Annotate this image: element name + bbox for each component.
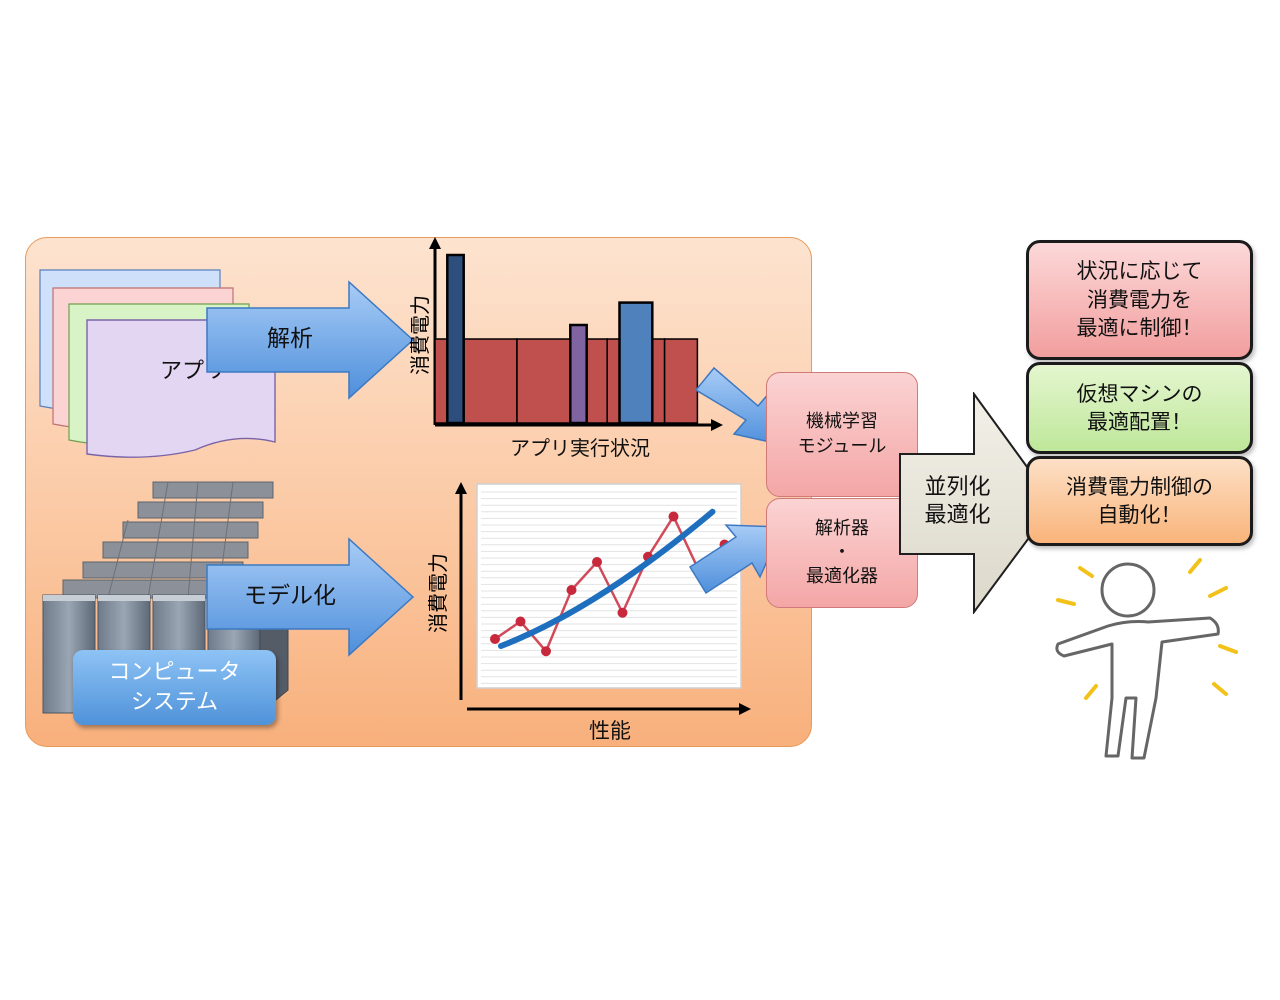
trend-curve	[498, 508, 716, 649]
result3-line1: 消費電力制御の	[1066, 474, 1213, 499]
result1-line1: 状況に応じて	[1076, 259, 1203, 284]
measured-point	[566, 585, 577, 595]
bar-peak	[569, 323, 588, 425]
parallel-optimize-label: 並列化 最適化	[905, 474, 1010, 529]
ml-module-line1: 機械学習	[806, 411, 878, 433]
happy-person-icon	[1055, 558, 1238, 760]
computer-system-line2: システム	[130, 689, 219, 715]
parallel-optimize-arrow	[899, 392, 1056, 614]
bar-chart-x-arrowhead	[711, 419, 723, 431]
line-chart-ylabel: 消費電力	[426, 553, 450, 633]
parallel-label-line2: 最適化	[924, 502, 991, 528]
power-bar-chart: 消費電力	[408, 237, 723, 431]
bar-baseline-segment	[516, 338, 608, 424]
analysis-label: 解析	[267, 326, 313, 352]
power-performance-line-chart: 消費電力	[426, 482, 751, 715]
result2-line1: 仮想マシンの	[1076, 381, 1203, 406]
computer-system-line1: コンピュータ	[108, 659, 241, 685]
bar-chart-y-arrowhead	[429, 237, 441, 249]
result-automation-box: 消費電力制御の 自動化！	[1026, 456, 1253, 546]
analysis-arrow	[206, 280, 415, 400]
bar-chart-xlabel: アプリ実行状況	[510, 436, 650, 460]
measured-point	[668, 511, 679, 522]
line-chart-x-arrowhead	[739, 703, 751, 715]
bar-chart-ylabel: 消費電力	[408, 295, 432, 375]
parallel-label-line1: 並列化	[924, 475, 991, 500]
line-chart-xlabel: 性能	[589, 719, 631, 743]
measured-point	[592, 557, 602, 567]
measured-point	[515, 616, 526, 627]
bar-baseline-segment	[663, 338, 699, 424]
modeling-label: モデル化	[244, 583, 336, 609]
analyzer-line3: 最適化器	[806, 566, 878, 588]
bar-peak	[446, 253, 465, 425]
ml-module-line2: モジュール	[797, 435, 887, 457]
ml-module-box: 機械学習 モジュール	[766, 372, 918, 497]
modeling-arrow	[206, 537, 415, 657]
measured-point	[541, 646, 551, 657]
result1-line2: 消費電力を	[1087, 287, 1192, 312]
result1-line3: 最適に制御！	[1076, 316, 1203, 341]
result-power-control-box: 状況に応じて 消費電力を 最適に制御！	[1026, 240, 1253, 360]
result-vm-placement-box: 仮想マシンの 最適配置！	[1026, 362, 1253, 454]
measured-point	[617, 607, 628, 618]
line-chart-y-arrowhead	[455, 482, 467, 494]
result3-line2: 自動化！	[1097, 503, 1182, 527]
analyzer-line1: 解析器	[815, 517, 869, 539]
measured-point	[490, 634, 500, 644]
analyzer-optimizer-box: 解析器 ・ 最適化器	[766, 498, 918, 608]
result2-line2: 最適配置！	[1087, 410, 1192, 434]
analyzer-line2: ・	[833, 541, 851, 563]
bar-peak	[618, 301, 654, 425]
computer-system-tag: コンピュータ システム	[73, 650, 276, 725]
